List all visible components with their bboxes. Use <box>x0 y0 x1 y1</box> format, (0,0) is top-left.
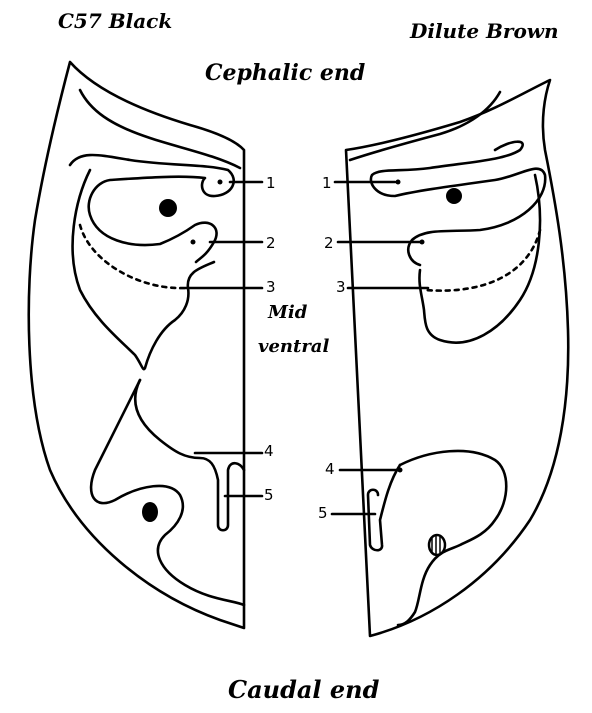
caudal-end-label: Caudal end <box>228 675 380 704</box>
right-point-1 <box>396 180 401 185</box>
left-black-spot-lower <box>142 502 158 522</box>
right-fold-2 <box>419 175 540 343</box>
left-outline <box>29 62 244 628</box>
left-black-spot-upper <box>159 199 177 217</box>
right-marker-4: 4 <box>325 460 335 478</box>
right-point-4 <box>398 468 403 473</box>
mid-label-line1: Mid <box>267 302 308 323</box>
left-point-1 <box>218 180 223 185</box>
ventral-label-line2: ventral <box>258 336 329 357</box>
right-strain-title: Dilute Brown <box>409 19 559 43</box>
left-marker-5: 5 <box>264 486 274 504</box>
left-marker-4: 4 <box>264 442 274 460</box>
left-fold-1 <box>70 155 234 262</box>
cephalic-end-label: Cephalic end <box>205 60 365 86</box>
left-dashed-line <box>80 225 185 288</box>
right-hatched-spot-lower <box>429 535 445 555</box>
right-marker-1: 1 <box>322 174 332 192</box>
left-strain-title: C57 Black <box>58 9 172 33</box>
left-marker-1: 1 <box>266 174 276 192</box>
right-marker-2: 2 <box>324 234 334 252</box>
right-dashed-line <box>425 230 540 291</box>
right-fold-1 <box>371 142 545 265</box>
right-point-2 <box>420 240 425 245</box>
left-marker-2: 2 <box>266 234 276 252</box>
left-marker-3: 3 <box>266 278 276 296</box>
right-marker-3: 3 <box>336 278 346 296</box>
right-marker-5: 5 <box>318 504 328 522</box>
right-black-spot-upper <box>446 188 462 204</box>
left-half-section <box>29 62 262 628</box>
right-half-section <box>332 80 568 636</box>
left-lower-curve <box>91 380 244 605</box>
left-fold-2 <box>73 170 214 369</box>
right-lower-hook <box>368 465 400 550</box>
right-upper-curl <box>350 92 500 160</box>
left-point-2 <box>191 240 196 245</box>
